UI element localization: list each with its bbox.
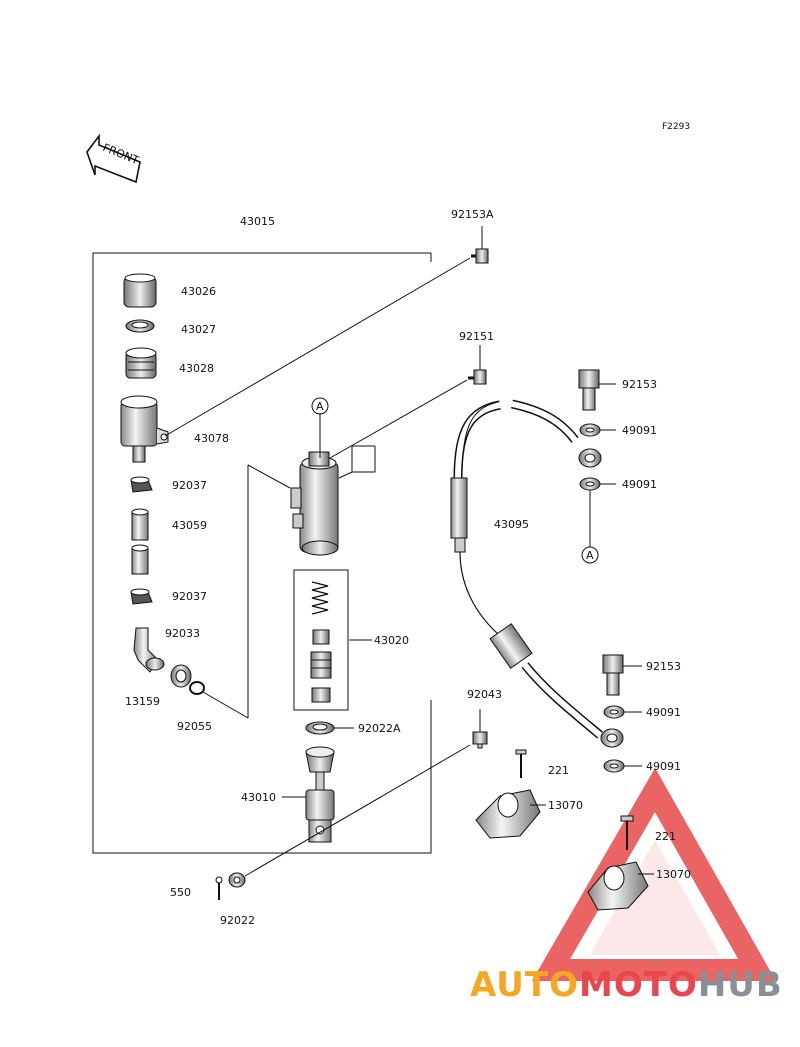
bolt-icon bbox=[472, 731, 488, 749]
washer-icon bbox=[228, 872, 246, 888]
watermark-triangle-icon bbox=[531, 767, 776, 981]
watermark-moto: MOTO bbox=[579, 965, 698, 1005]
part-label-13070: 13070 bbox=[548, 799, 583, 812]
part-label-221: 221 bbox=[655, 830, 676, 843]
watermark-auto: AUTO bbox=[470, 965, 579, 1005]
watermark-logo: AUTOMOTOHUB bbox=[470, 965, 783, 1005]
reservoir-cap-icon bbox=[123, 273, 157, 308]
o-ring-icon bbox=[189, 681, 205, 695]
clevis-pin-icon bbox=[215, 876, 223, 900]
piston-kit-box bbox=[293, 569, 349, 711]
banjo-bolt-icon bbox=[602, 654, 624, 696]
assembly-label: 43015 bbox=[240, 215, 275, 228]
part-label-92033: 92033 bbox=[165, 627, 200, 640]
ref-marker-a: A bbox=[316, 400, 324, 413]
svg-text:AUTOMOTOHUB: AUTOMOTOHUB bbox=[470, 965, 783, 1005]
part-label-550: 550 bbox=[170, 886, 191, 899]
part-label-49091: 49091 bbox=[646, 706, 681, 719]
hose-clamp-icon bbox=[130, 588, 153, 605]
part-label-92022: 92022 bbox=[220, 914, 255, 927]
push-rod-icon bbox=[305, 746, 335, 843]
screw-icon bbox=[620, 815, 634, 850]
part-label-92153: 92153 bbox=[646, 660, 681, 673]
washer-icon bbox=[603, 705, 625, 719]
figure-code: F2293 bbox=[662, 122, 690, 132]
master-cylinder-icon bbox=[290, 451, 339, 556]
part-label-92055: 92055 bbox=[177, 720, 212, 733]
screw-icon bbox=[515, 749, 527, 778]
hose-clamp-icon bbox=[130, 476, 153, 493]
reservoir-hose-icon bbox=[131, 508, 149, 575]
part-label-92037: 92037 bbox=[172, 590, 207, 603]
part-label-43026: 43026 bbox=[181, 285, 216, 298]
part-label-43078: 43078 bbox=[194, 432, 229, 445]
part-label-49091: 49091 bbox=[622, 478, 657, 491]
ref-marker-a: A bbox=[586, 549, 594, 562]
circlip-icon bbox=[305, 721, 335, 735]
part-label-221: 221 bbox=[548, 764, 569, 777]
washer-icon bbox=[579, 423, 601, 437]
washer-icon bbox=[603, 759, 625, 773]
piston-icon bbox=[310, 629, 332, 703]
part-label-49091: 49091 bbox=[622, 424, 657, 437]
ref-marker-a-icon: A bbox=[311, 397, 329, 458]
ref-marker-a-icon: A bbox=[581, 546, 599, 564]
part-label-43010: 43010 bbox=[241, 791, 276, 804]
part-label-43027: 43027 bbox=[181, 323, 216, 336]
part-labels: 92153A4302643027430284307892037430599203… bbox=[125, 208, 691, 927]
part-label-43020: 43020 bbox=[374, 634, 409, 647]
part-label-43028: 43028 bbox=[179, 362, 214, 375]
part-label-13070: 13070 bbox=[656, 868, 691, 881]
part-label-92037: 92037 bbox=[172, 479, 207, 492]
part-label-43059: 43059 bbox=[172, 519, 207, 532]
washer-icon bbox=[579, 477, 601, 491]
part-label-43095: 43095 bbox=[494, 518, 529, 531]
bolt-icon bbox=[471, 248, 489, 264]
diaphragm-icon bbox=[125, 347, 157, 379]
part-label-92043: 92043 bbox=[467, 688, 502, 701]
reservoir-body-icon bbox=[120, 395, 169, 463]
banjo-bolt-icon bbox=[578, 369, 600, 411]
bolt-icon bbox=[468, 369, 487, 385]
assembly-box-43015 bbox=[92, 252, 432, 854]
hose-clamp-bracket-icon bbox=[475, 789, 541, 839]
brake-hose-icon bbox=[450, 399, 624, 748]
diaphragm-plate-icon bbox=[125, 319, 155, 333]
elbow-fitting-icon bbox=[133, 627, 165, 673]
part-label-92022a: 92022A bbox=[358, 722, 401, 735]
grommet-icon bbox=[170, 664, 192, 688]
part-label-92153a: 92153A bbox=[451, 208, 494, 221]
watermark-hub: HUB bbox=[698, 965, 783, 1005]
part-label-92151: 92151 bbox=[459, 330, 494, 343]
hose-clamp-bracket-icon bbox=[587, 861, 649, 911]
front-arrow-icon: FRONT bbox=[86, 133, 141, 184]
part-label-13159: 13159 bbox=[125, 695, 160, 708]
spring-icon bbox=[311, 581, 329, 615]
part-label-92153: 92153 bbox=[622, 378, 657, 391]
part-label-49091: 49091 bbox=[646, 760, 681, 773]
